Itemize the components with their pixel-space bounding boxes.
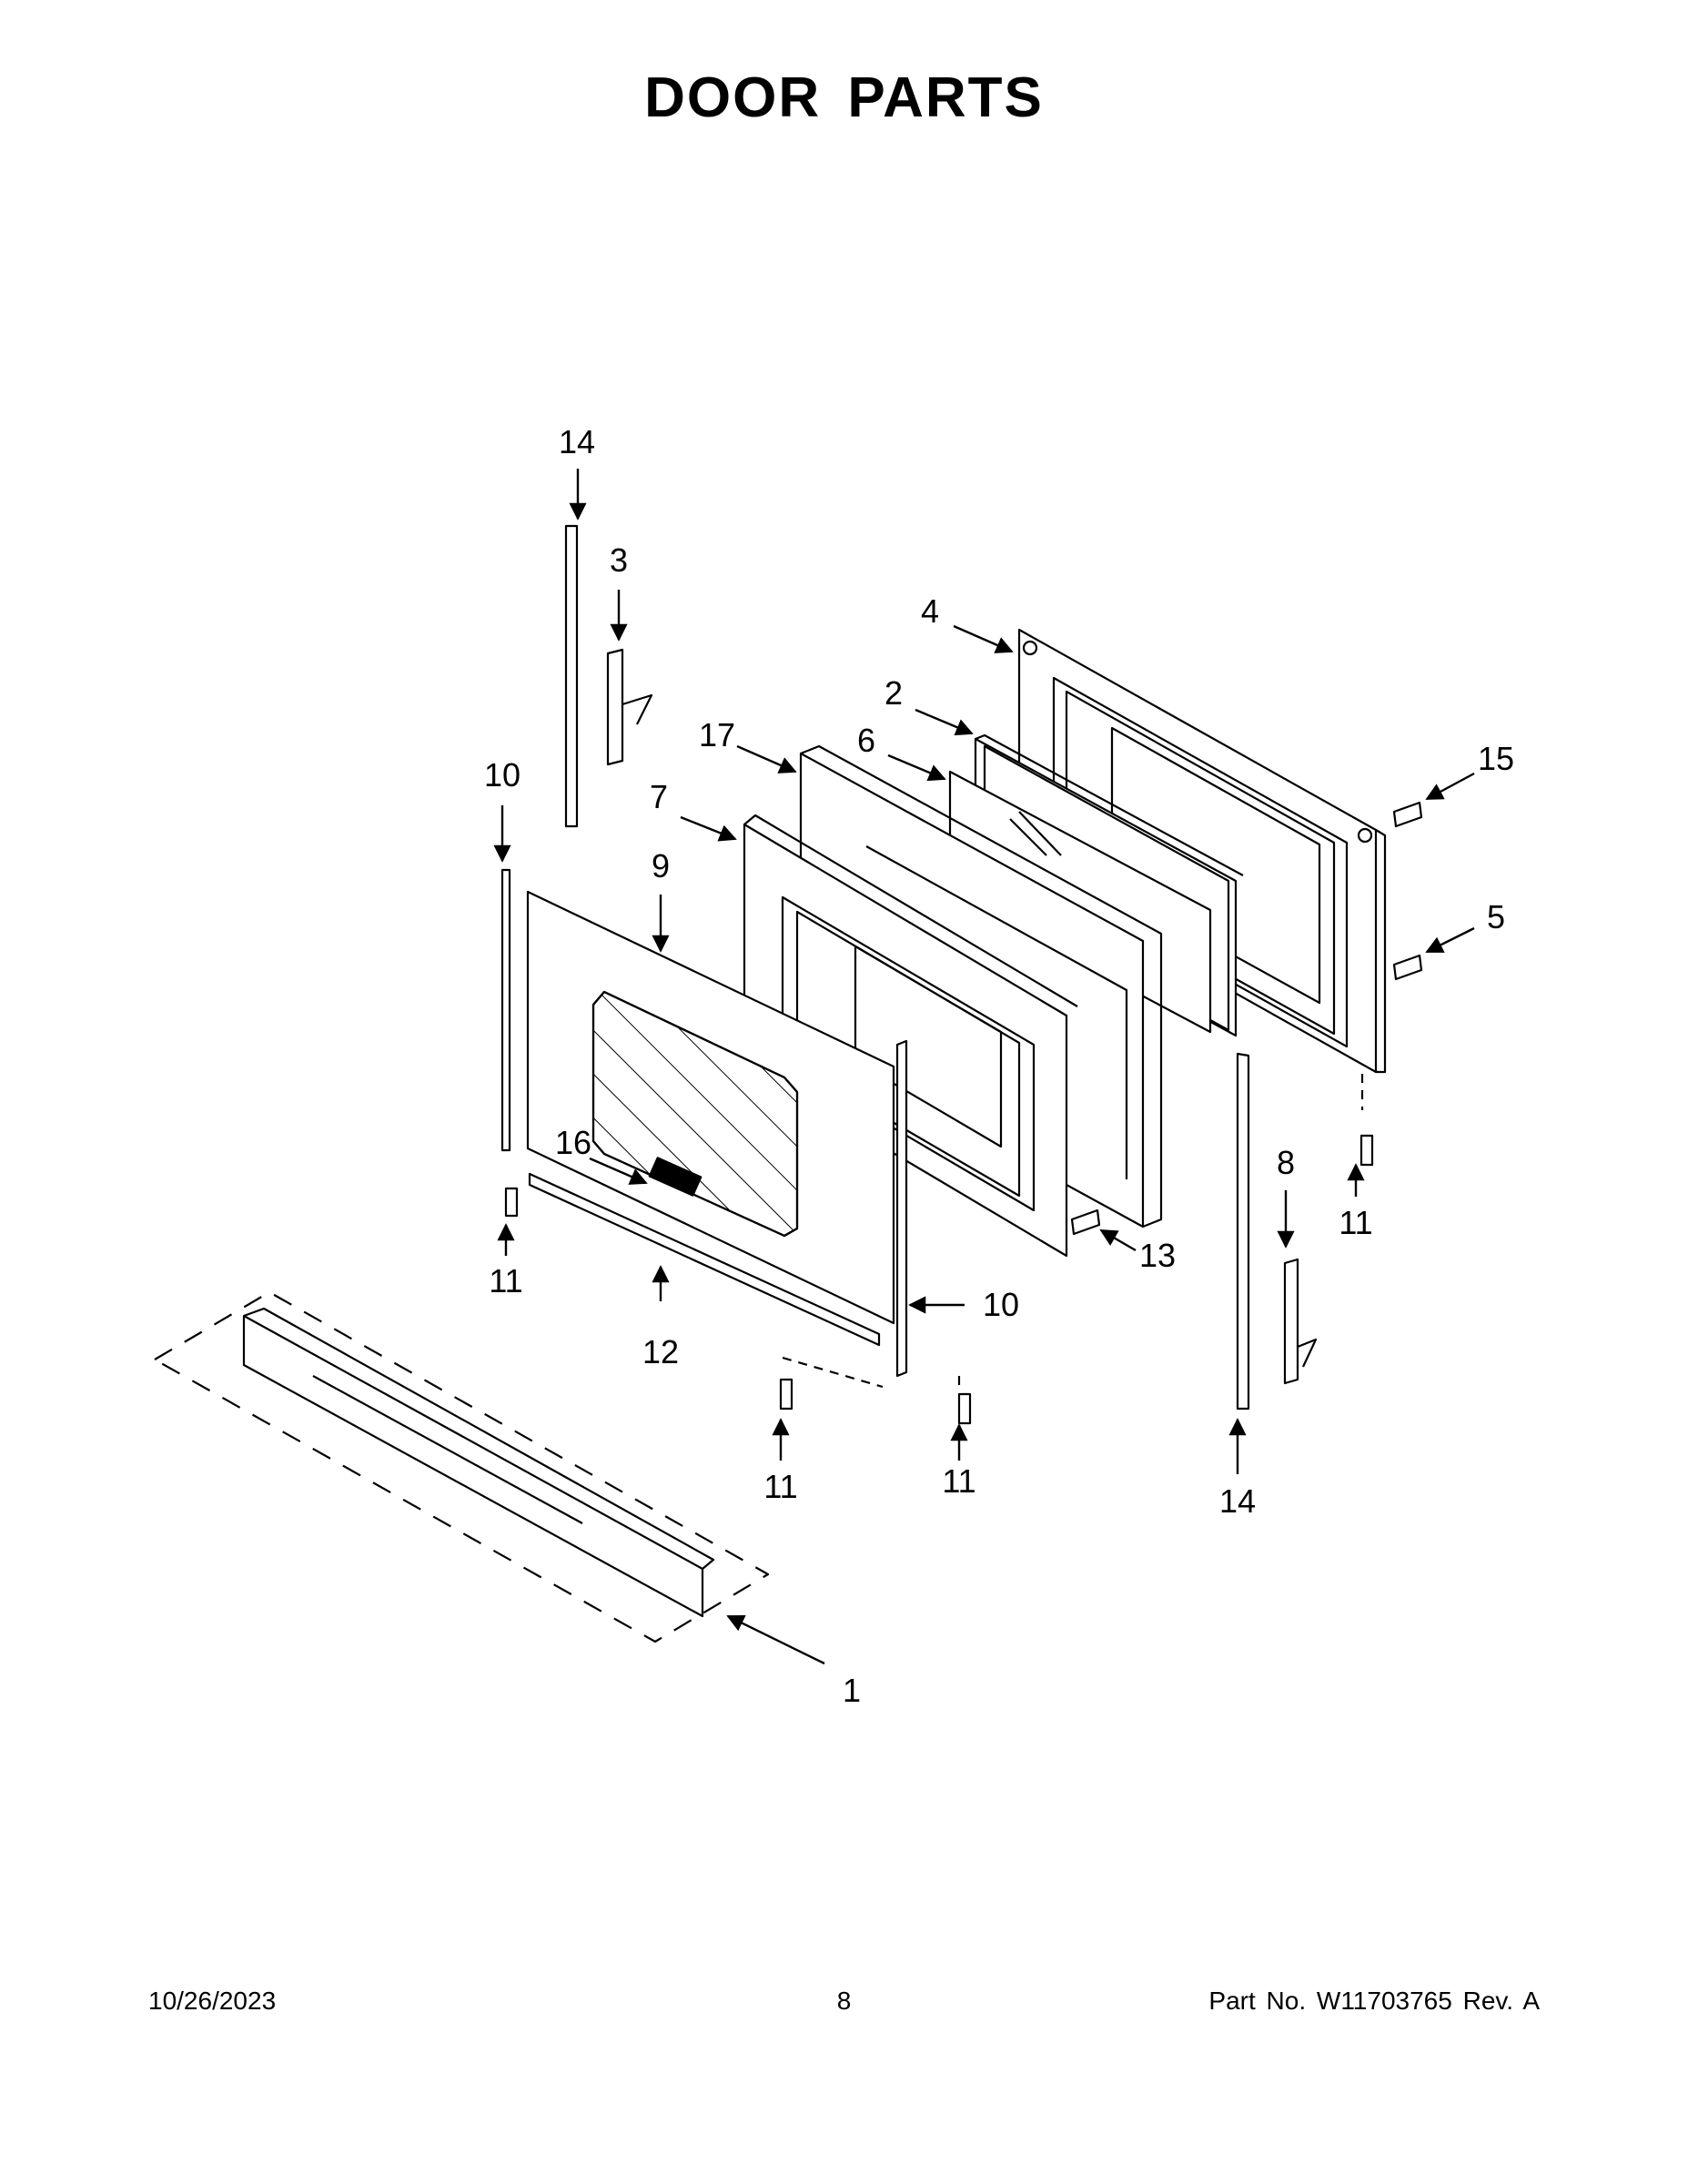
callout-5: 5 — [1487, 898, 1505, 935]
callout-11-bottom-a: 11 — [763, 1468, 797, 1505]
callout-11-right: 11 — [1339, 1204, 1372, 1241]
handle-assembly-outline — [153, 1290, 770, 1643]
callout-10-left: 10 — [484, 756, 521, 794]
callout-6: 6 — [857, 722, 875, 759]
footer-page-number: 8 — [836, 1987, 852, 2015]
left-side-trim — [500, 868, 511, 1152]
door-bottom-trim — [528, 1172, 881, 1347]
door-handle — [242, 1307, 715, 1618]
callout-9: 9 — [652, 847, 670, 885]
left-hinge-receiver — [564, 524, 579, 828]
callout-17: 17 — [699, 716, 735, 753]
brand-logo-icon — [648, 1157, 702, 1197]
callout-1: 1 — [843, 1672, 861, 1709]
callout-10-right: 10 — [983, 1286, 1019, 1323]
footer-date: 10/26/2023 — [148, 1987, 277, 2015]
callout-2: 2 — [884, 674, 903, 712]
callout-14-bottom: 14 — [1219, 1482, 1256, 1520]
callout-12: 12 — [642, 1333, 679, 1370]
outer-door-panel — [526, 890, 895, 1325]
leader-arrows — [493, 469, 1475, 1665]
callout-11-left: 11 — [489, 1262, 522, 1299]
callout-3: 3 — [610, 541, 628, 579]
left-hinge — [606, 648, 653, 766]
door-frame — [743, 814, 1078, 1258]
callout-8: 8 — [1277, 1144, 1295, 1181]
right-side-trim — [895, 1039, 908, 1378]
right-hinge — [1283, 1258, 1318, 1385]
callout-11-bottom-b: 11 — [942, 1462, 975, 1500]
callout-4: 4 — [921, 592, 939, 630]
screws — [504, 801, 1423, 1425]
callout-14-top: 14 — [559, 423, 595, 460]
callout-16: 16 — [555, 1124, 591, 1161]
footer-part-number: Part No. W11703765 Rev. A — [1208, 1987, 1540, 2015]
callout-13: 13 — [1139, 1237, 1176, 1274]
callout-15: 15 — [1478, 740, 1514, 777]
callouts: 14 3 4 2 17 6 15 10 7 9 5 16 8 11 11 13 … — [484, 423, 1514, 1709]
right-hinge-receiver — [1236, 1052, 1250, 1410]
page-title: DOOR PARTS — [644, 66, 1044, 129]
callout-7: 7 — [650, 778, 668, 815]
